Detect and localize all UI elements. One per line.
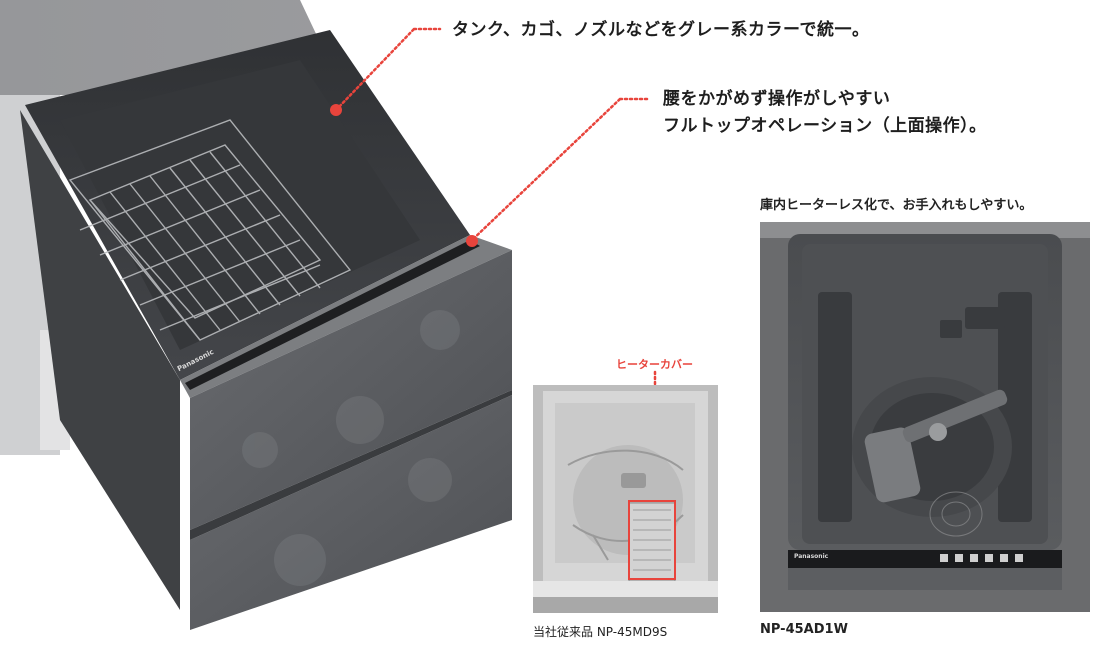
heater-cover-label: ヒーターカバー bbox=[616, 358, 693, 371]
callout-dot bbox=[330, 104, 342, 116]
interior-photo: Panasonic bbox=[760, 222, 1090, 612]
heaterless-caption: 庫内ヒーターレス化で、お手入れもしやすい。 bbox=[760, 198, 1033, 213]
brand-logo-small: Panasonic bbox=[794, 553, 829, 560]
callout-dot bbox=[466, 235, 478, 247]
rack-photo bbox=[533, 385, 718, 613]
dishwasher-photo: Panasonic bbox=[0, 0, 520, 630]
heater-cover-highlight bbox=[628, 500, 676, 580]
current-model-label: NP-45AD1W bbox=[760, 622, 848, 637]
top-operation-caption-line1: 腰をかがめず操作がしやすい bbox=[663, 89, 891, 109]
previous-model-label: 当社従来品 NP-45MD9S bbox=[533, 625, 668, 639]
top-operation-caption-line2: フルトップオペレーション（上面操作）。 bbox=[663, 116, 987, 136]
tank-color-caption: タンク、カゴ、ノズルなどをグレー系カラーで統一。 bbox=[452, 20, 870, 40]
